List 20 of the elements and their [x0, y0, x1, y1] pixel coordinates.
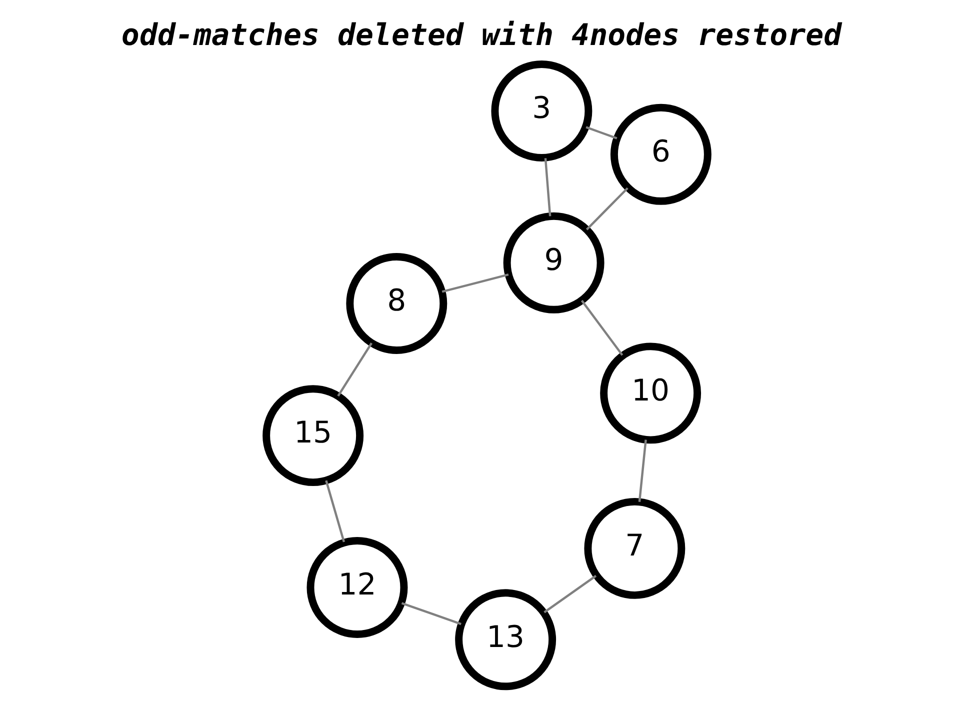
connector — [585, 187, 628, 230]
node-circle: 15 — [262, 385, 364, 486]
node-circle: 9 — [502, 212, 604, 314]
node-circle: 10 — [600, 342, 701, 444]
node-circle: 8 — [346, 253, 447, 354]
node-circle: 13 — [454, 589, 556, 690]
connector — [543, 574, 596, 614]
connector — [580, 300, 623, 356]
node-circle: 3 — [490, 60, 592, 162]
connector — [544, 158, 551, 216]
connector — [324, 480, 345, 542]
connector — [585, 126, 617, 140]
connector — [638, 440, 646, 502]
connector — [400, 602, 461, 626]
node-circle: 7 — [584, 498, 685, 599]
connector — [336, 342, 372, 397]
node-circle: 12 — [306, 537, 408, 638]
node-circle: 6 — [610, 104, 711, 205]
diagram-title: odd-matches deleted with 4nodes restored — [120, 18, 842, 54]
connector — [441, 274, 508, 293]
